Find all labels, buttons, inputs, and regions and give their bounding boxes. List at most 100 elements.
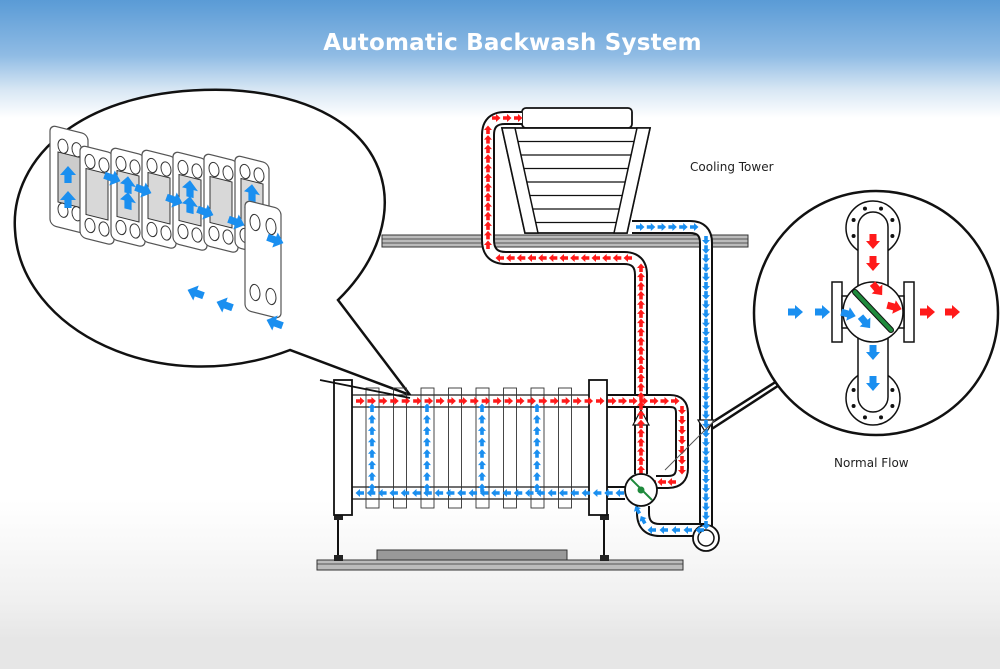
flange-bolt (851, 387, 856, 392)
port-hole (115, 155, 127, 172)
flow-arrow-icon (468, 489, 478, 497)
flow-arrow-icon (368, 437, 376, 447)
valve-disc (853, 290, 893, 332)
flow-arrow-icon (423, 414, 431, 424)
port-hole (115, 219, 127, 236)
flow-arrow-icon (134, 182, 152, 198)
flow-arrow-icon (671, 526, 680, 534)
flow-arrow-icon (533, 414, 541, 424)
port-hole (84, 153, 96, 170)
flow-arrow-icon (165, 192, 183, 208)
flow-arrow-icon (637, 437, 645, 447)
flow-arrow-icon (478, 426, 486, 435)
flow-arrow-icon (533, 460, 541, 470)
flow-arrow-icon (538, 254, 547, 262)
end-plate (244, 200, 282, 319)
flange-bolt (890, 217, 895, 222)
flow-arrow-icon (637, 465, 645, 474)
flow-arrow-icon (866, 376, 880, 391)
flow-arrow-icon (484, 163, 492, 173)
flow-arrow-icon (573, 397, 582, 405)
flow-arrow-icon (945, 305, 960, 319)
flow-arrow-icon (60, 166, 76, 183)
flow-arrow-icon (525, 489, 534, 497)
flow-arrow-icon (484, 202, 492, 211)
flow-arrow-icon (702, 254, 710, 263)
flow-arrow-icon (660, 397, 669, 405)
hx-plate (365, 387, 380, 509)
flow-arrow-icon (637, 447, 645, 456)
flow-arrow-icon (667, 478, 676, 486)
flange-bolt (879, 415, 884, 420)
flow-arrow-icon (533, 426, 541, 435)
flow-arrow-icon (637, 281, 645, 291)
flow-arrow-icon (424, 397, 434, 405)
flange-bolt (890, 404, 895, 409)
flow-arrow-icon (423, 403, 431, 412)
flow-arrow-icon (368, 414, 376, 424)
flow-arrow-icon (527, 254, 536, 262)
flange-bolt (862, 206, 867, 211)
flow-arrow-icon (866, 345, 880, 360)
flow-arrow-icon (227, 214, 245, 230)
flow-arrow-icon (637, 401, 645, 410)
plate-callout-pointer (319, 379, 411, 399)
flow-arrow-icon (702, 419, 710, 429)
flow-arrow-icon (702, 300, 710, 309)
valve-flow-arrows (788, 234, 960, 391)
flow-arrow-icon (423, 483, 431, 492)
port-hole (265, 217, 277, 236)
flow-arrow-icon (639, 516, 647, 525)
flow-arrow-icon (695, 526, 704, 534)
flow-arrow-icon (678, 466, 686, 475)
heat-plate (141, 149, 177, 249)
hot-pipe-up-inner (483, 113, 646, 474)
flow-arrow-icon (484, 240, 492, 249)
flow-arrow-icon (368, 403, 376, 412)
flow-arrow-icon (690, 223, 699, 231)
flow-arrow-icon (702, 493, 710, 502)
port-hole (84, 217, 96, 234)
flow-arrow-icon (60, 191, 76, 208)
flow-arrow-icon (637, 355, 645, 364)
flow-arrow-icon (401, 397, 411, 405)
flow-arrow-icon (637, 309, 645, 318)
hx-plate (393, 387, 407, 509)
flow-arrow-icon (637, 272, 645, 282)
flow-arrow-icon (702, 281, 710, 291)
flow-arrow-icon (187, 285, 205, 301)
flow-arrow-icon (702, 447, 710, 456)
flow-arrow-icon (840, 307, 856, 321)
flow-arrow-icon (592, 489, 602, 497)
flow-arrow-icon (702, 272, 710, 282)
flow-arrow-icon (368, 426, 376, 435)
flow-arrow-icon (604, 489, 613, 497)
flow-arrow-icon (492, 114, 501, 122)
flow-arrow-icon (400, 489, 410, 497)
flow-arrow-icon (702, 337, 710, 346)
port-hole (191, 163, 203, 179)
flow-arrow-icon (608, 397, 617, 405)
flow-arrow-icon (702, 236, 710, 245)
flow-arrow-icon (702, 355, 710, 365)
flow-arrow-icon (678, 456, 686, 465)
flow-arrow-icon (423, 426, 431, 435)
flow-arrow-icon (637, 346, 645, 355)
flow-arrow-icon (612, 254, 622, 262)
flow-arrow-icon (623, 254, 632, 262)
flow-arrow-icon (458, 397, 468, 405)
flow-arrow-icon (702, 429, 710, 438)
flow-arrow-icon (637, 392, 645, 401)
flow-arrow-icon (390, 397, 399, 405)
flow-arrow-icon (637, 428, 645, 438)
flow-arrow-icon (484, 192, 492, 202)
flow-arrow-icon (678, 406, 686, 415)
exploded-plates (49, 125, 284, 331)
flow-arrow-icon (533, 472, 541, 481)
flow-arrow-icon (668, 223, 677, 231)
flow-arrow-icon (639, 397, 648, 405)
flow-arrow-icon (484, 221, 492, 230)
flow-arrow-icon (702, 309, 710, 319)
flow-arrow-icon (671, 397, 680, 405)
